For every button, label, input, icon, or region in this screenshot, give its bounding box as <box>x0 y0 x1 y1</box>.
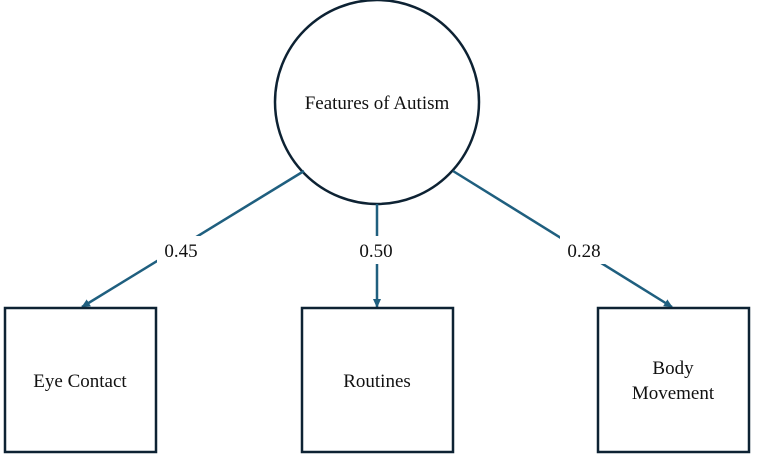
loading-label-eye-contact: 0.45 <box>164 241 197 262</box>
indicator-eye-contact: Eye Contact <box>3 306 158 454</box>
latent-label: Features of Autism <box>305 93 450 114</box>
indicator-label: Routines <box>343 371 411 392</box>
loading-label-routines: 0.50 <box>359 241 392 262</box>
indicator-box <box>596 306 751 454</box>
loading-label-body-movement: 0.28 <box>567 241 600 262</box>
indicator-body-movement: Body Movement <box>596 306 751 454</box>
latent-node: Features of Autism <box>273 0 481 206</box>
indicator-label: Eye Contact <box>33 371 127 392</box>
indicator-label-line-1: Body <box>652 358 694 379</box>
indicator-routines: Routines <box>300 306 455 454</box>
indicator-label-line-2: Movement <box>632 383 715 404</box>
indicator-box <box>300 306 455 454</box>
indicator-box <box>3 306 158 454</box>
loading-labels: 0.45 0.50 0.28 <box>157 236 608 264</box>
